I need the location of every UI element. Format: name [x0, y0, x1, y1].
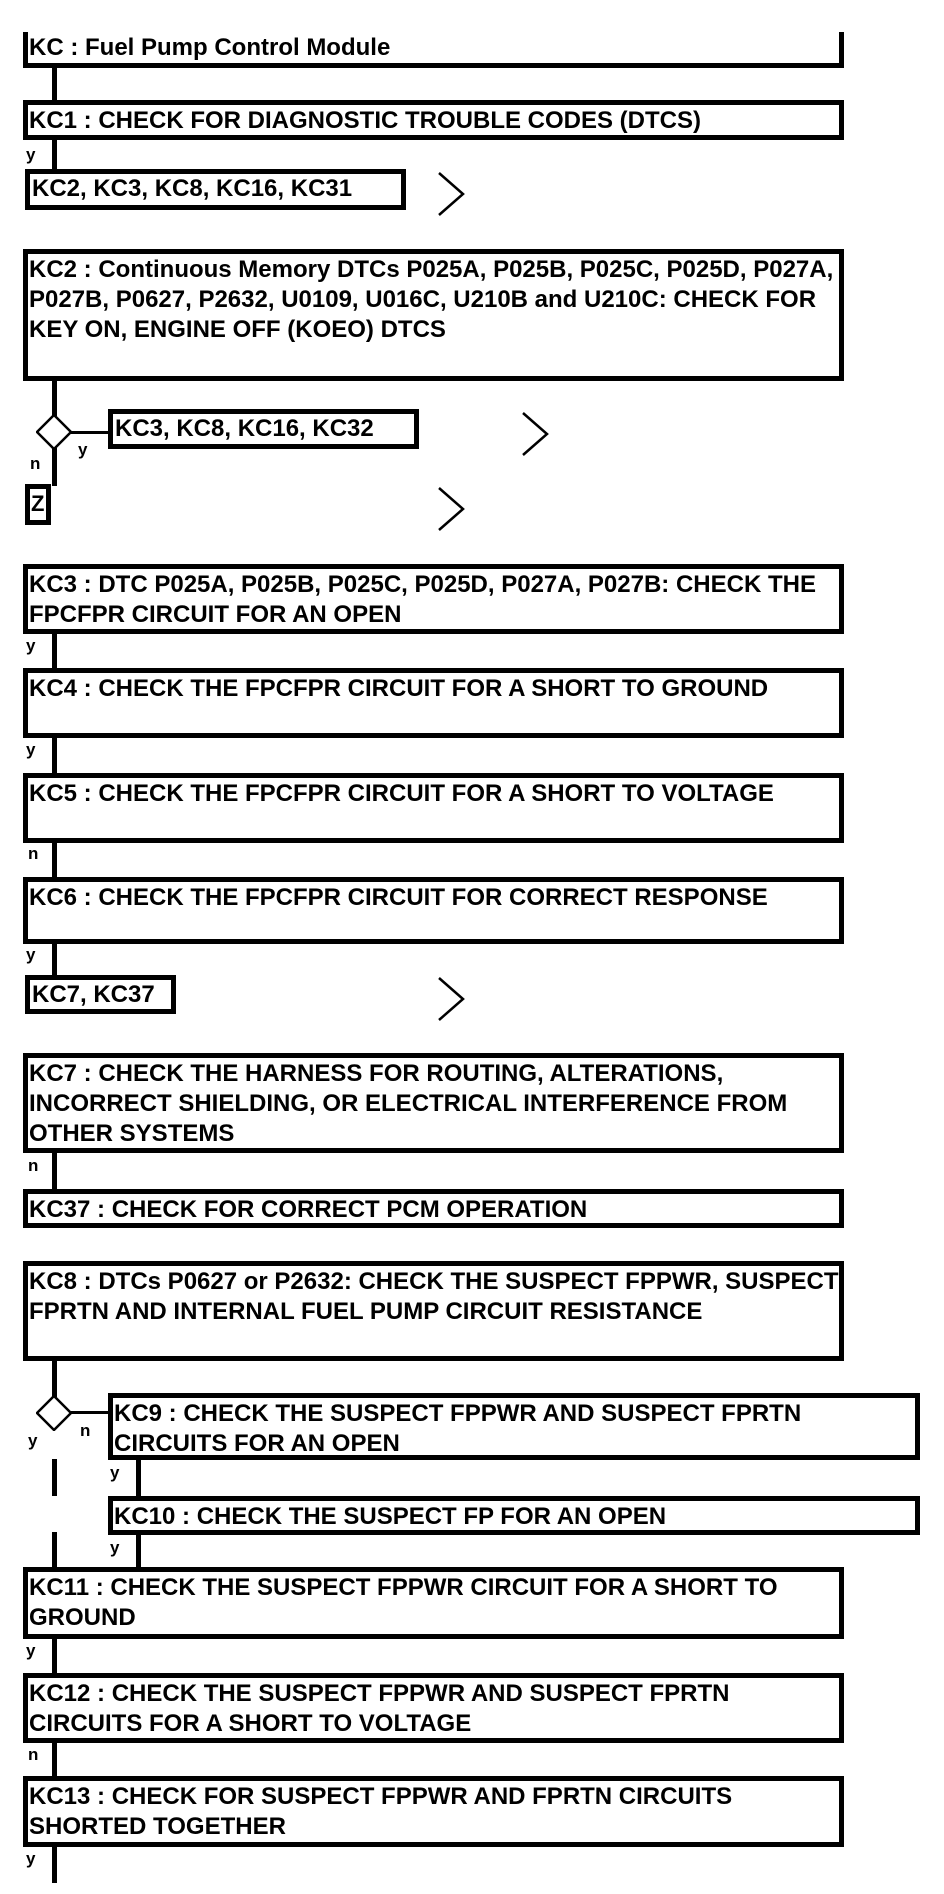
connector-line — [52, 1459, 57, 1496]
connector-line — [52, 1532, 57, 1569]
step-kc2[interactable]: KC2 : Continuous Memory DTCs P025A, P025… — [23, 249, 844, 381]
branch-label-yes: y — [110, 1538, 120, 1557]
branch-label-no: n — [28, 844, 39, 863]
branch-label-yes: y — [26, 945, 36, 964]
step-kc12[interactable]: KC12 : CHECK THE SUSPECT FPPWR AND SUSPE… — [23, 1673, 844, 1743]
chevron-right-icon[interactable] — [522, 412, 550, 456]
branch-label-yes: y — [26, 740, 36, 759]
branch-label-yes: y — [28, 1431, 38, 1450]
link-list-after-kc6[interactable]: KC7, KC37 — [25, 975, 176, 1014]
connector-line — [136, 1457, 141, 1498]
connector-line — [52, 1359, 57, 1397]
branch-label-yes: y — [78, 440, 88, 459]
step-kc37[interactable]: KC37 : CHECK FOR CORRECT PCM OPERATION — [23, 1189, 844, 1228]
connector-line — [52, 1740, 57, 1778]
step-kc1[interactable]: KC1 : CHECK FOR DIAGNOSTIC TROUBLE CODES… — [23, 100, 844, 140]
connector-line — [52, 941, 57, 977]
decision-diamond-icon — [36, 414, 72, 450]
branch-label-no: n — [30, 454, 41, 473]
chevron-right-icon[interactable] — [438, 487, 466, 531]
step-kc6[interactable]: KC6 : CHECK THE FPCFPR CIRCUIT FOR CORRE… — [23, 877, 844, 944]
link-list-kc2-yes[interactable]: KC3, KC8, KC16, KC32 — [108, 409, 419, 449]
step-kc4[interactable]: KC4 : CHECK THE FPCFPR CIRCUIT FOR A SHO… — [23, 668, 844, 738]
step-kc13[interactable]: KC13 : CHECK FOR SUSPECT FPPWR AND FPRTN… — [23, 1776, 844, 1847]
chevron-right-icon[interactable] — [438, 977, 466, 1021]
flowchart-title: KC : Fuel Pump Control Module — [23, 32, 844, 68]
connector-line — [52, 138, 57, 172]
connector-line — [52, 631, 57, 670]
step-kc8[interactable]: KC8 : DTCs P0627 or P2632: CHECK THE SUS… — [23, 1261, 844, 1361]
branch-label-yes: y — [110, 1463, 120, 1482]
connector-line — [52, 448, 57, 486]
connector-line — [52, 66, 57, 102]
branch-label-yes: y — [26, 1849, 36, 1868]
step-kc9[interactable]: KC9 : CHECK THE SUSPECT FPPWR AND SUSPEC… — [108, 1393, 920, 1460]
connector-line — [52, 378, 57, 416]
branch-label-yes: y — [26, 636, 36, 655]
step-kc7[interactable]: KC7 : CHECK THE HARNESS FOR ROUTING, ALT… — [23, 1053, 844, 1153]
chevron-right-icon[interactable] — [438, 172, 466, 216]
step-kc10[interactable]: KC10 : CHECK THE SUSPECT FP FOR AN OPEN — [108, 1496, 920, 1535]
branch-label-no: n — [28, 1156, 39, 1175]
connector-line — [52, 1844, 57, 1883]
connector-line — [71, 431, 109, 434]
connector-line — [52, 1636, 57, 1675]
connector-line — [52, 1151, 57, 1191]
connector-line — [136, 1532, 141, 1569]
step-kc11[interactable]: KC11 : CHECK THE SUSPECT FPPWR CIRCUIT F… — [23, 1567, 844, 1639]
connector-line — [52, 735, 57, 775]
link-z[interactable]: Z — [25, 484, 51, 525]
connector-line — [52, 840, 57, 879]
link-list-after-kc1[interactable]: KC2, KC3, KC8, KC16, KC31 — [25, 169, 406, 210]
decision-diamond-icon — [36, 1395, 72, 1431]
branch-label-no: n — [28, 1745, 39, 1764]
branch-label-yes: y — [26, 145, 36, 164]
step-kc3[interactable]: KC3 : DTC P025A, P025B, P025C, P025D, P0… — [23, 564, 844, 634]
branch-label-no: n — [80, 1421, 91, 1440]
branch-label-yes: y — [26, 1641, 36, 1660]
step-kc5[interactable]: KC5 : CHECK THE FPCFPR CIRCUIT FOR A SHO… — [23, 773, 844, 843]
connector-line — [71, 1411, 109, 1414]
